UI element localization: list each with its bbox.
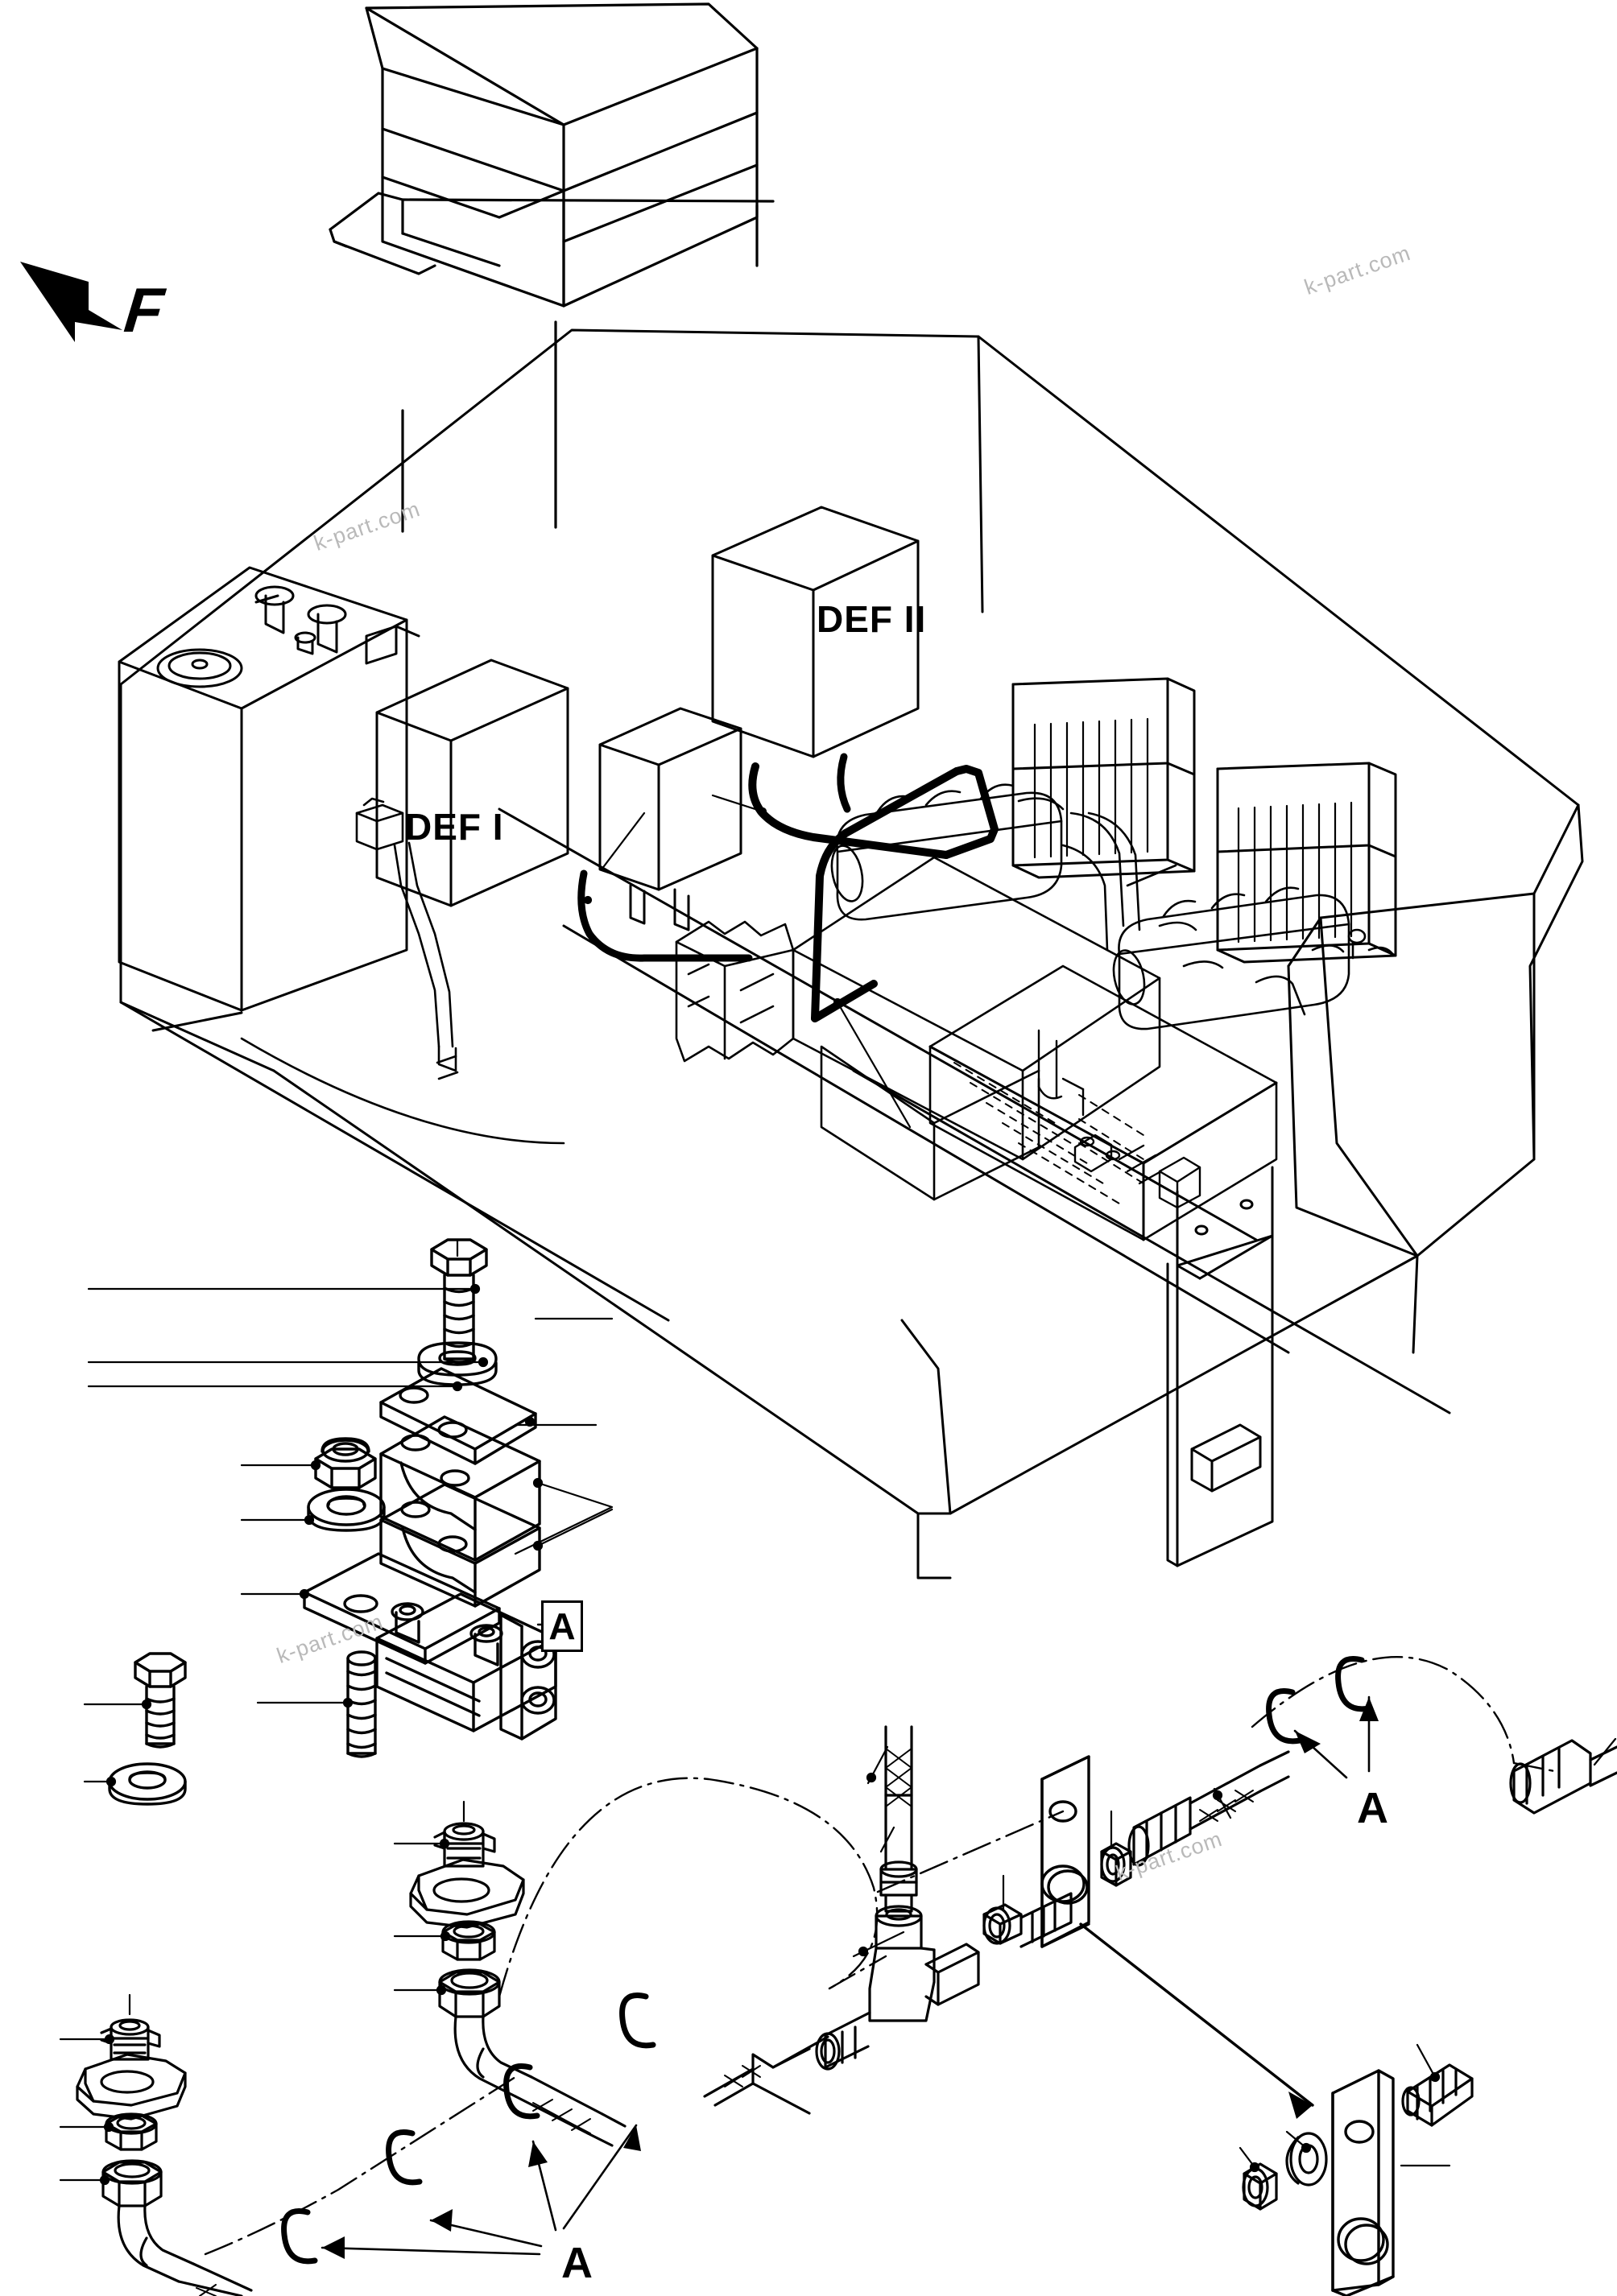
hydraulic-tank [118, 566, 420, 1032]
clamp-half-upper [379, 1415, 541, 1562]
wiring-harness-def2 [837, 753, 851, 813]
def-2-label: DEF II [817, 598, 927, 640]
radiator-core-left [1011, 677, 1196, 879]
bracket-plate-center [1040, 1755, 1090, 1948]
hidden-detail-lines [953, 1062, 1144, 1204]
detail-marker-a-boxed: A [541, 1600, 583, 1652]
elbow2-leaders [59, 1993, 131, 2186]
hose-leader-lines [852, 1737, 1617, 1958]
control-box [598, 707, 742, 931]
bracket-plate-right [1331, 2069, 1395, 2296]
bracket-callout-arrow [1079, 1922, 1314, 2119]
clamp-stack-detail-a [87, 1238, 614, 1758]
braided-hose-midleft [703, 2035, 829, 2115]
elbow1-leaders [393, 1800, 465, 1996]
detail-marker-a-boxed-text: A [548, 1605, 576, 1647]
def-1-box [375, 659, 569, 907]
elbow-hose-assembly-2 [76, 2018, 253, 2296]
bolt2-leaders [83, 1699, 152, 1787]
lock-nut-center [1100, 1842, 1132, 1887]
clamp-half-lower [379, 1483, 541, 1608]
stack-leaders [87, 1238, 614, 1708]
braided-hose-far-right [1509, 1739, 1617, 1815]
def-2-box [711, 506, 920, 758]
adapter-nipple [982, 1892, 1073, 1948]
detail-marker-a-bottom: A [561, 2239, 593, 2287]
engine-underside-fittings [1037, 1029, 1201, 1209]
engine-assembly [675, 783, 1395, 1201]
bracket-right-leaders [1239, 2043, 1451, 2173]
hex-bolt-2 [134, 1652, 187, 1749]
detail-a-arrows-bottom [321, 2124, 641, 2259]
tee-fitting [815, 1905, 980, 2071]
harness-leaders [583, 794, 912, 1129]
elbow-hose-assembly-1 [409, 1822, 627, 2147]
engine-mount-frame [928, 964, 1278, 1567]
lock-nut [314, 1437, 377, 1489]
forward-direction-label: F [121, 275, 167, 345]
tank-hose-bracket [240, 797, 565, 1145]
forward-arrow-icon [20, 262, 122, 342]
detail-a-arrows-right [1293, 1695, 1379, 1779]
detail-marker-a-right: A [1357, 1784, 1388, 1832]
cab-enclosure [329, 2, 775, 533]
machine-upper-structure [119, 328, 1584, 1580]
clamp-ring-symbols [281, 1656, 1372, 2265]
radiator-core-right [1216, 762, 1397, 964]
wiring-harness-def1 [577, 869, 753, 962]
bracket-block [375, 1592, 557, 1741]
def-1-label: DEF I [405, 806, 504, 848]
